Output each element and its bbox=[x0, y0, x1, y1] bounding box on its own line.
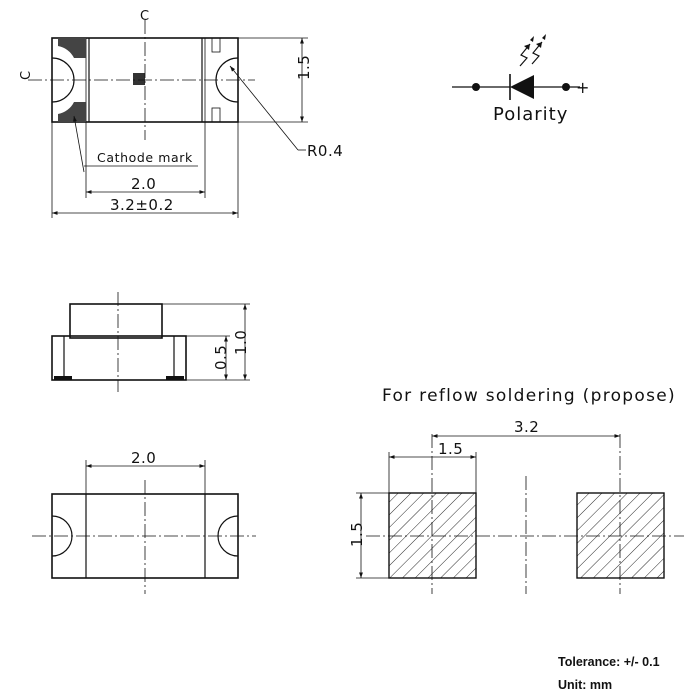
solder-pad-left bbox=[388, 492, 477, 579]
led-die bbox=[133, 73, 145, 85]
pad-layout-title: For reflow soldering (propose) bbox=[382, 386, 676, 406]
unit-note: Unit: mm bbox=[558, 678, 613, 692]
solder-pad-right bbox=[576, 492, 665, 579]
pitch-label: 3.2 bbox=[514, 418, 539, 436]
top-view: C C R0.4 Cathode mark 2.0 3.2±0.2 1.5 bbox=[19, 9, 343, 218]
diode-triangle bbox=[510, 75, 534, 99]
side-view: 1.0 0.5 bbox=[51, 292, 250, 392]
bottom-width-label: 2.0 bbox=[131, 449, 156, 467]
polarity-symbol: + Polarity bbox=[452, 34, 589, 125]
height-label: 1.5 bbox=[295, 55, 313, 80]
radius-label: R0.4 bbox=[307, 142, 343, 160]
cathode-label: Cathode mark bbox=[97, 150, 193, 165]
pad-height-label: 1.5 bbox=[348, 522, 366, 547]
centerline-mark-left: C bbox=[19, 71, 34, 80]
bottom-view: 2.0 bbox=[32, 449, 256, 594]
inner-width-label: 2.0 bbox=[131, 175, 156, 193]
polarity-label: Polarity bbox=[493, 104, 568, 125]
total-height-label: 1.0 bbox=[232, 330, 250, 355]
cathode-mark-bottom bbox=[58, 102, 86, 122]
tolerance-note: Tolerance: +/- 0.1 bbox=[558, 655, 660, 669]
pad-layout: For reflow soldering (propose) 3.2 1.5 1… bbox=[348, 386, 684, 594]
overall-width-label: 3.2±0.2 bbox=[110, 196, 174, 214]
centerline-mark-top: C bbox=[140, 9, 149, 24]
plus-sign: + bbox=[576, 78, 589, 97]
cathode-mark-top bbox=[58, 38, 86, 58]
pad-width-label: 1.5 bbox=[438, 440, 463, 458]
body-height-label: 0.5 bbox=[212, 345, 230, 370]
